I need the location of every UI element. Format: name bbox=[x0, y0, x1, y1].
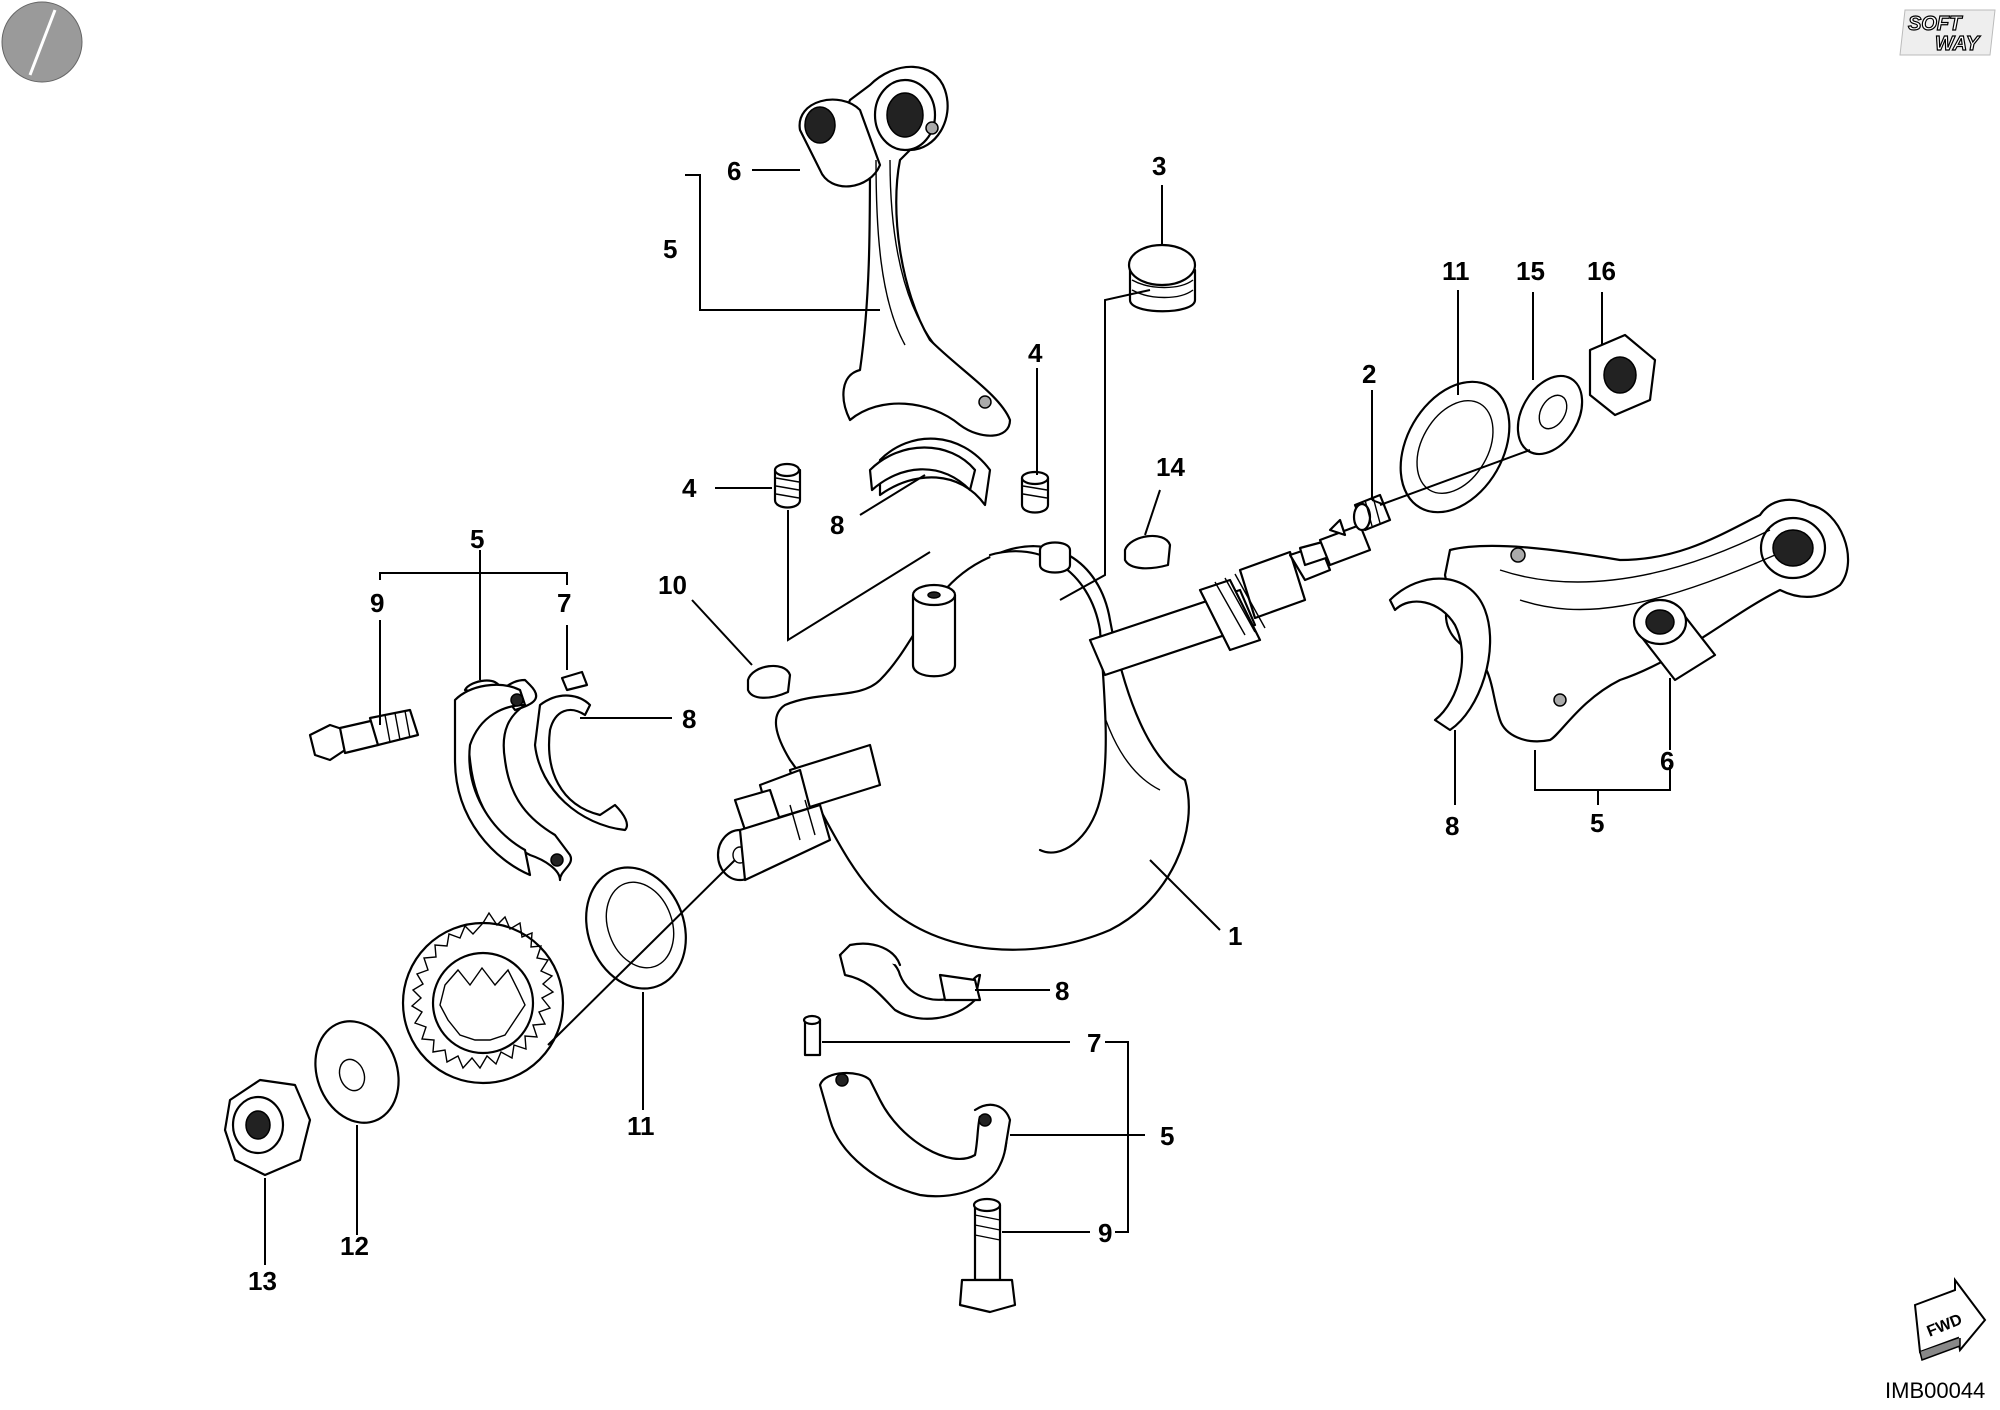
softway-logo: SOFT WAY bbox=[1899, 9, 1996, 56]
grub-screw-right-part bbox=[1020, 470, 1050, 514]
callout-4-left: 4 bbox=[682, 473, 697, 503]
callout-11-right: 11 bbox=[1442, 256, 1470, 286]
bolt-lower-part bbox=[958, 1197, 1017, 1314]
callout-8-lower: 8 bbox=[1055, 976, 1069, 1006]
callout-11-left: 11 bbox=[627, 1111, 655, 1141]
bearing-shell-upper-part bbox=[868, 437, 992, 507]
crankshaft-part bbox=[716, 518, 1372, 951]
callout-12: 12 bbox=[340, 1231, 369, 1261]
callout-5-upper: 5 bbox=[663, 234, 677, 264]
callout-14: 14 bbox=[1156, 452, 1185, 482]
bolt-left-part bbox=[308, 708, 420, 762]
woodruff-key-10-part bbox=[746, 664, 792, 699]
bearing-shell-left-part bbox=[533, 694, 629, 832]
callout-5-lower: 5 bbox=[1160, 1121, 1174, 1151]
woodruff-key-14-part bbox=[1123, 534, 1172, 570]
small-end-bush-right-part bbox=[1632, 598, 1717, 682]
callout-9-left: 9 bbox=[370, 588, 384, 618]
callout-7-left: 7 bbox=[557, 588, 571, 618]
callout-7-lower: 7 bbox=[1087, 1028, 1101, 1058]
washer-12-part bbox=[314, 1020, 400, 1124]
crank-gear-part bbox=[401, 911, 565, 1085]
callout-3: 3 bbox=[1152, 151, 1166, 181]
callout-2: 2 bbox=[1362, 359, 1376, 389]
bearing-shell-right-part bbox=[1388, 577, 1492, 732]
callout-8-right: 8 bbox=[1445, 811, 1459, 841]
callout-6-upper: 6 bbox=[727, 156, 741, 186]
leader-lines bbox=[264, 169, 1671, 1265]
callout-15: 15 bbox=[1516, 256, 1545, 286]
connecting-rod-upper-part bbox=[798, 65, 1012, 437]
callout-6-right: 6 bbox=[1660, 746, 1674, 776]
nut-13-part bbox=[223, 1078, 312, 1177]
plug-part bbox=[1127, 243, 1197, 313]
callout-8-left: 8 bbox=[682, 704, 696, 734]
callout-13: 13 bbox=[248, 1266, 277, 1296]
fwd-arrow-icon: FWD bbox=[1913, 1277, 1987, 1361]
thrust-washer-left-part bbox=[585, 866, 687, 990]
dowel-pin-left-part bbox=[560, 670, 589, 692]
nut-16-part bbox=[1588, 333, 1657, 417]
dowel-pin-lower-part bbox=[802, 1014, 822, 1057]
bearing-cap-left-part bbox=[453, 678, 573, 882]
callout-9-lower: 9 bbox=[1098, 1218, 1112, 1248]
callout-4-right: 4 bbox=[1028, 338, 1043, 368]
thrust-washer-right-part bbox=[1399, 380, 1511, 514]
reference-code: IMB00044 bbox=[1885, 1378, 1985, 1403]
callout-5-right: 5 bbox=[1590, 808, 1604, 838]
bearing-cap-lower-part bbox=[818, 1071, 1012, 1198]
callout-8-upper: 8 bbox=[830, 510, 844, 540]
callout-5-left: 5 bbox=[470, 524, 484, 554]
logo-line2: WAY bbox=[1935, 33, 1981, 55]
callout-1: 1 bbox=[1228, 921, 1242, 951]
callout-16: 16 bbox=[1587, 256, 1616, 286]
callout-10: 10 bbox=[658, 570, 687, 600]
brand-mark-icon bbox=[1, 1, 83, 83]
bearing-shell-lower-part bbox=[838, 942, 982, 1020]
logo-line1: SOFT bbox=[1908, 13, 1963, 35]
grub-screw-left-part bbox=[773, 462, 802, 509]
washer-15-part bbox=[1516, 374, 1584, 456]
callouts: 1 2 3 4 4 5 5 5 5 6 6 7 7 8 8 8 8 9 9 10… bbox=[248, 151, 1674, 1296]
